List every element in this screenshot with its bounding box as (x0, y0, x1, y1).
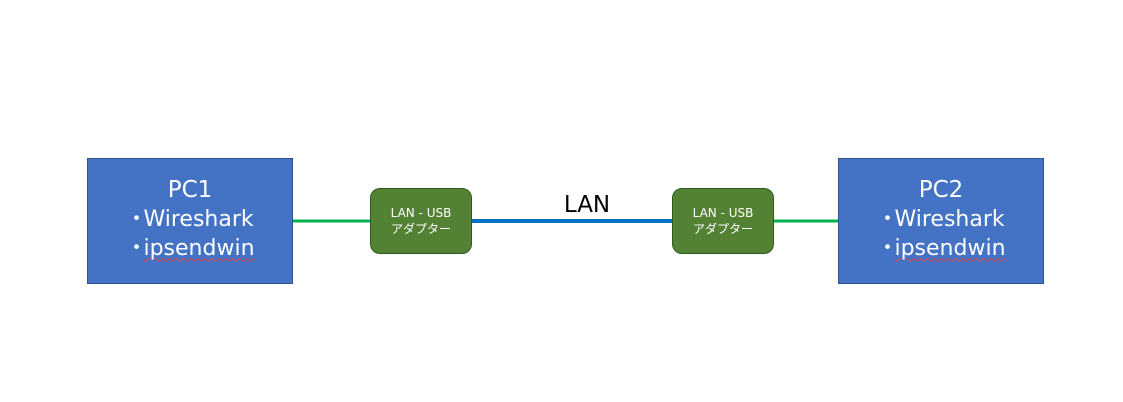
pc2-box: PC2 ・Wireshark ・ipsendwin (838, 158, 1044, 284)
bullet-icon: ・ (125, 235, 148, 261)
lan-link-label: LAN (563, 192, 611, 218)
bullet-icon: ・ (876, 235, 899, 261)
pc1-box: PC1 ・Wireshark ・ipsendwin (87, 158, 293, 284)
bullet-icon: ・ (876, 206, 899, 232)
pc2-item-ipsendwin: ・ipsendwin (876, 234, 1005, 263)
pc2-title: PC2 (918, 176, 964, 203)
pc2-item-label: Wireshark (894, 206, 1005, 232)
pc2-software-list: ・Wireshark ・ipsendwin (876, 205, 1005, 263)
pc2-item-wireshark: ・Wireshark (876, 205, 1005, 234)
pc2-item-label: ipsendwin (894, 235, 1006, 261)
pc1-item-label: ipsendwin (143, 235, 255, 261)
adapter-label-line1: LAN - USB (692, 206, 754, 220)
adapter-label-line1: LAN - USB (390, 206, 452, 220)
bullet-icon: ・ (125, 206, 148, 232)
pc1-item-ipsendwin: ・ipsendwin (125, 234, 254, 263)
pc1-item-label: Wireshark (143, 206, 254, 232)
pc1-title: PC1 (167, 176, 213, 203)
adapter-label-line2: アダプター (390, 222, 451, 236)
lan-usb-adapter-left: LAN - USB アダプター (370, 188, 472, 254)
adapter-label-line2: アダプター (692, 222, 753, 236)
lan-usb-adapter-right: LAN - USB アダプター (672, 188, 774, 254)
pc1-item-wireshark: ・Wireshark (125, 205, 254, 234)
pc1-software-list: ・Wireshark ・ipsendwin (125, 205, 254, 263)
